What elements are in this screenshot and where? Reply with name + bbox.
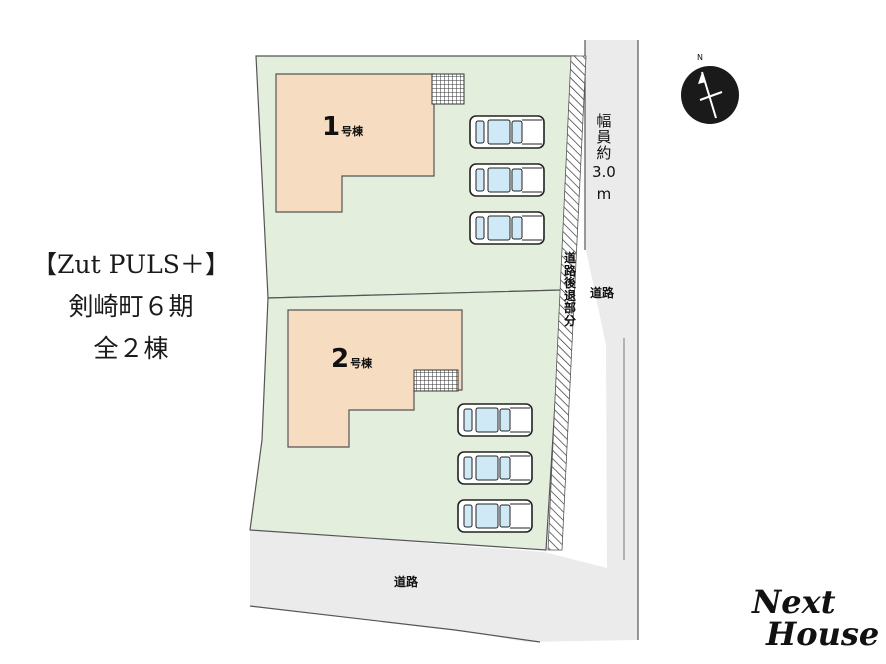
car	[469, 115, 545, 149]
road-width-char: 員	[596, 127, 612, 146]
lot-suffix: 号棟	[350, 357, 373, 370]
title-line-3: 全２棟	[93, 334, 169, 363]
road-width-unit: m	[596, 185, 612, 204]
compass-icon	[681, 66, 739, 124]
car	[457, 451, 533, 485]
brand-line-1: Next	[752, 583, 836, 621]
title-line-1: 【Zut PULS＋】	[32, 250, 230, 279]
title-block: 【Zut PULS＋】 剣崎町６期 全２棟	[0, 244, 262, 370]
brand-logo: Next House	[746, 586, 886, 650]
lot-label-2: 2 号棟	[331, 344, 372, 374]
setback-char: 路	[564, 263, 577, 278]
building-2	[287, 309, 463, 448]
car	[457, 403, 533, 437]
south-road	[250, 530, 638, 642]
car	[469, 163, 545, 197]
compass-north-label: N	[697, 53, 703, 62]
lot-number: 2	[331, 344, 350, 374]
east-road-label: 道路	[590, 286, 615, 300]
setback-label: 道 路 後 退 部 分	[564, 252, 576, 328]
car	[457, 499, 533, 533]
setback-strip	[547, 55, 587, 551]
setback-char: 道	[564, 251, 577, 265]
title-line-2: 剣崎町６期	[68, 292, 194, 321]
south-road-label: 道路	[394, 575, 419, 589]
setback-char: 分	[564, 313, 577, 328]
lot-number: 1	[322, 112, 341, 142]
road-width-char: 幅	[596, 112, 612, 130]
setback-char: 後	[564, 276, 577, 291]
setback-char: 退	[564, 288, 577, 303]
lot-label-1: 1 号棟	[322, 112, 363, 142]
car	[469, 211, 545, 245]
brand-line-2: House	[766, 615, 880, 653]
road-width-label: 幅 員 約 3.0 m	[592, 112, 616, 205]
lot-suffix: 号棟	[341, 125, 364, 138]
road-width-char: 約	[596, 143, 612, 162]
terrace-2	[413, 369, 459, 392]
terrace-1	[431, 73, 465, 105]
setback-char: 部	[564, 301, 577, 316]
road-width-value: 3.0	[592, 163, 616, 182]
